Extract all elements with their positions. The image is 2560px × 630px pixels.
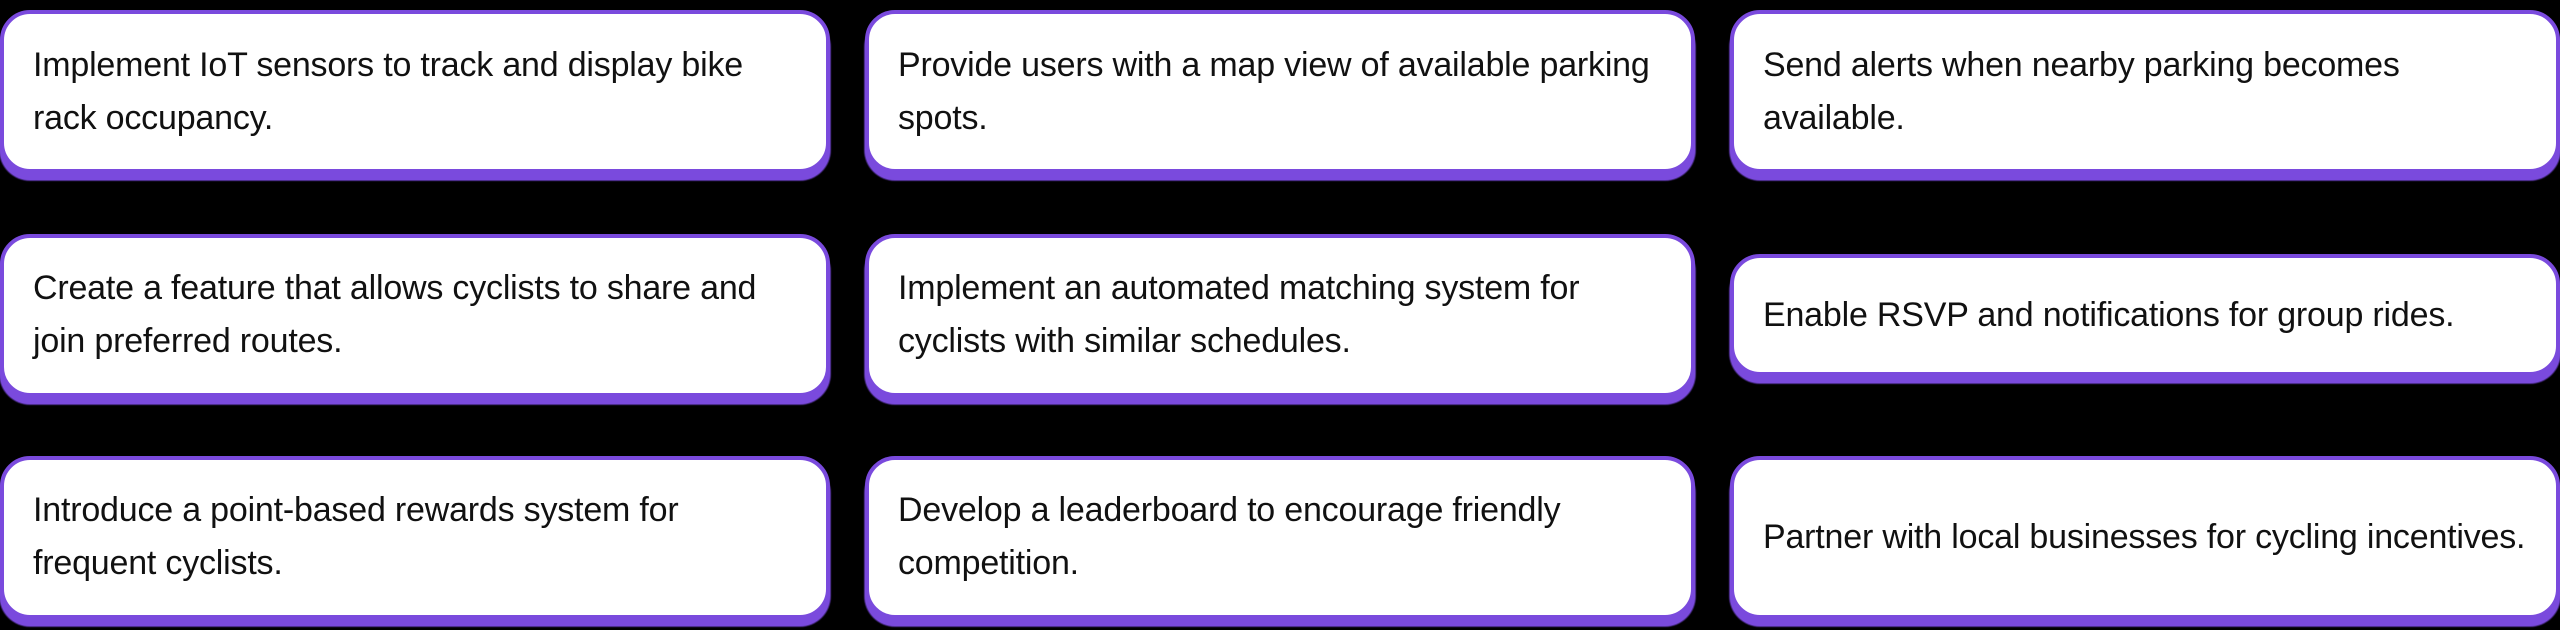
- grid-cell-1: Implement IoT sensors to track and displ…: [0, 5, 830, 178]
- idea-card-4[interactable]: Create a feature that allows cyclists to…: [0, 233, 830, 397]
- idea-card-text: Create a feature that allows cyclists to…: [33, 269, 757, 360]
- grid-cell-6: Enable RSVP and notifications for group …: [1730, 230, 2560, 400]
- grid-cell-8: Develop a leaderboard to encourage frien…: [865, 452, 1695, 622]
- grid-cell-4: Create a feature that allows cyclists to…: [0, 230, 830, 400]
- idea-card-text: Implement IoT sensors to track and displ…: [33, 45, 743, 137]
- idea-card-text: Implement an automated matching system f…: [898, 269, 1580, 360]
- grid-cell-9: Partner with local businesses for cyclin…: [1730, 452, 2560, 622]
- idea-card-1[interactable]: Implement IoT sensors to track and displ…: [0, 10, 830, 173]
- idea-card-text: Develop a leaderboard to encourage frien…: [898, 491, 1561, 582]
- grid-cell-5: Implement an automated matching system f…: [865, 230, 1695, 400]
- idea-card-5[interactable]: Implement an automated matching system f…: [865, 233, 1695, 397]
- idea-card-text: Send alerts when nearby parking becomes …: [1763, 45, 2400, 137]
- idea-card-7[interactable]: Introduce a point-based rewards system f…: [0, 455, 830, 619]
- idea-card-6[interactable]: Enable RSVP and notifications for group …: [1730, 254, 2560, 376]
- idea-card-9[interactable]: Partner with local businesses for cyclin…: [1730, 455, 2560, 619]
- idea-card-3[interactable]: Send alerts when nearby parking becomes …: [1730, 10, 2560, 173]
- grid-cell-7: Introduce a point-based rewards system f…: [0, 452, 830, 622]
- grid-cell-3: Send alerts when nearby parking becomes …: [1730, 5, 2560, 178]
- idea-card-text: Enable RSVP and notifications for group …: [1763, 295, 2455, 334]
- grid-cell-2: Provide users with a map view of availab…: [865, 5, 1695, 178]
- idea-card-text: Introduce a point-based rewards system f…: [33, 491, 679, 582]
- idea-card-text: Partner with local businesses for cyclin…: [1763, 517, 2526, 556]
- idea-card-2[interactable]: Provide users with a map view of availab…: [865, 10, 1695, 173]
- idea-card-text: Provide users with a map view of availab…: [898, 45, 1650, 137]
- idea-card-8[interactable]: Develop a leaderboard to encourage frien…: [865, 455, 1695, 619]
